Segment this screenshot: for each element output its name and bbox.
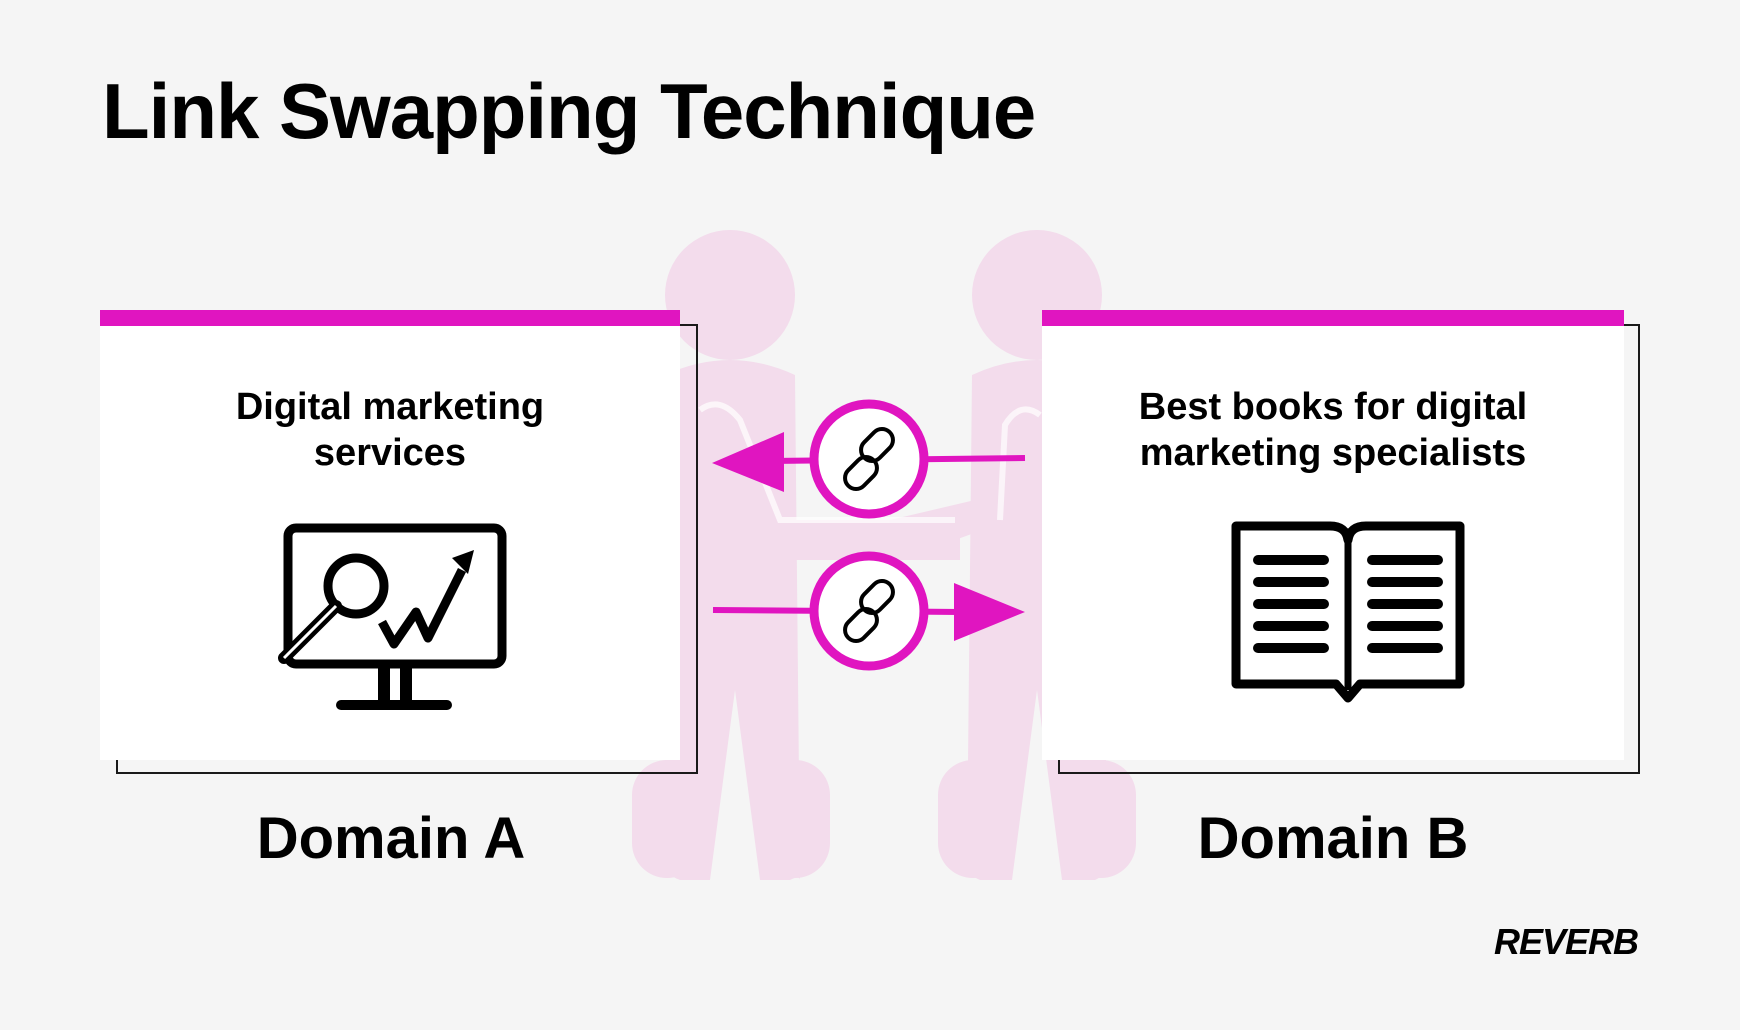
domain-b-card-accent-bar	[1042, 310, 1624, 326]
domain-a-card-accent-bar	[100, 310, 680, 326]
domain-a-card: Digital marketing services	[100, 310, 680, 760]
domain-b-card-title-line2: marketing specialists	[1139, 432, 1527, 474]
reverb-logo-text: REVERB	[1494, 921, 1639, 962]
domain-a-label: Domain A	[256, 806, 526, 871]
domain-a-card-title-line2: services	[313, 432, 467, 474]
domain-b-card: Best books for digital marketing special…	[1042, 310, 1624, 760]
open-book-icon	[1231, 521, 1465, 703]
domain-a-card-title-line1: Digital marketing	[235, 386, 545, 428]
domain-b-label: Domain B	[1197, 806, 1469, 871]
reverb-logo: REVERB	[1494, 918, 1642, 972]
analytics-monitor-icon	[278, 523, 507, 710]
domain-b-card-title-line1: Best books for digital	[1138, 386, 1528, 428]
hands-outline	[698, 401, 1042, 523]
page-title: Link Swapping Technique	[102, 67, 1036, 155]
